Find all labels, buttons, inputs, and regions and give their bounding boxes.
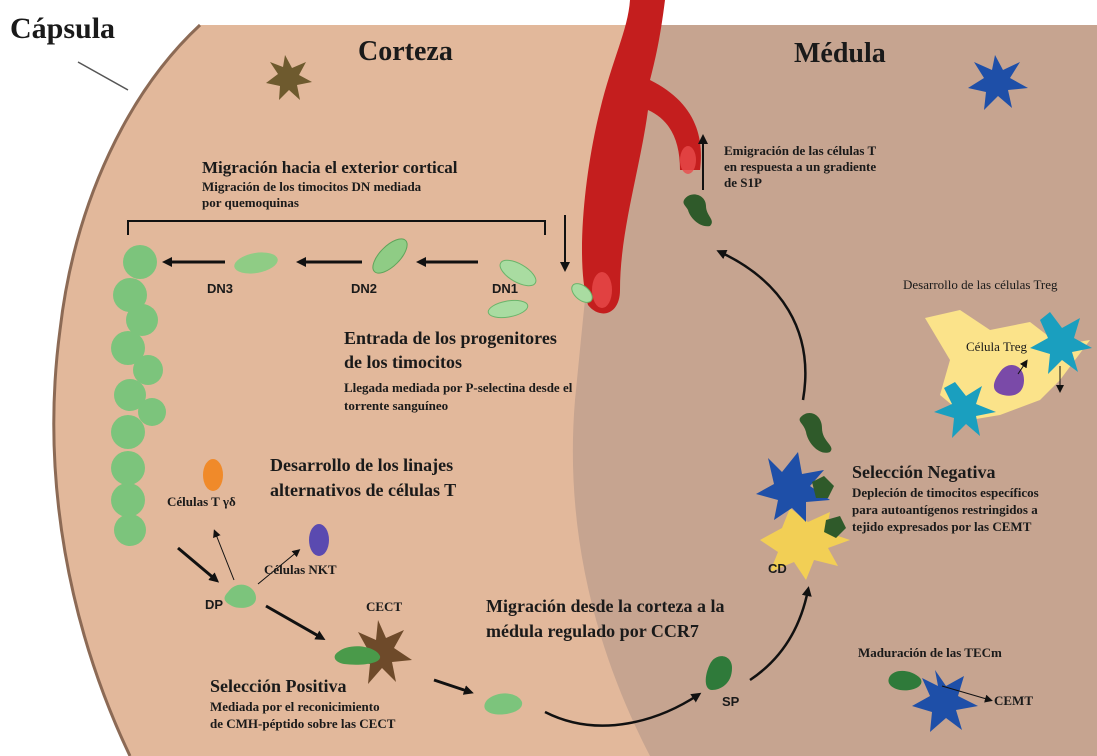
sp-label: SP — [722, 694, 740, 709]
capsule-label: Cápsula — [10, 12, 116, 45]
egress-line-2: en respuesta a un gradiente — [724, 159, 877, 174]
arrow-possel-next — [433, 678, 474, 695]
egress-line-1: Emigración de las células T — [724, 143, 877, 158]
ccr7-line-2: médula regulado por CCR7 — [486, 621, 699, 641]
cemt-cell — [912, 670, 978, 732]
capsule-edge — [52, 23, 202, 756]
negsel-desc-3: tejido expresados por las CEMT — [852, 519, 1032, 534]
negsel-desc-1: Depleción de timocitos específicos — [852, 485, 1039, 500]
egress-curve — [716, 250, 807, 401]
cemt-label: CEMT — [994, 693, 1033, 708]
capsule-pointer — [77, 61, 129, 91]
possel-desc-2: de CMH-péptido sobre las CECT — [210, 716, 396, 731]
cect-cell — [352, 620, 412, 684]
nkt-label: Células NKT — [264, 562, 337, 577]
deleted-thymocyte — [812, 476, 834, 498]
gd-label: Células T γδ — [167, 494, 236, 509]
egress-line-3: de S1P — [724, 175, 762, 190]
negsel-title: Selección Negativa — [852, 462, 996, 482]
arrow-dp-gd — [213, 529, 235, 581]
treg-development-cluster — [925, 310, 1092, 438]
alt-lineage-title-2: alternativos de células T — [270, 480, 457, 500]
blood-vessel — [581, 0, 701, 314]
dn2-label: DN2 — [351, 281, 378, 296]
dn1-cell — [499, 259, 537, 287]
dn3-label: DN3 — [207, 281, 234, 296]
cemt-negsel-cell — [756, 452, 830, 522]
dn3-cell-column — [111, 245, 166, 546]
dn3-cell — [234, 252, 278, 274]
cect-label: CECT — [366, 599, 403, 614]
cortical-tec-icon — [266, 55, 312, 100]
entry-desc-1: Llegada mediada por P-selectina desde el — [344, 380, 573, 395]
outward-migration-title: Migración hacia el exterior cortical — [202, 158, 458, 177]
outward-migration-desc-1: Migración de los timocitos DN mediada — [202, 179, 422, 194]
entry-title-2: de los timocitos — [344, 352, 462, 372]
dp-cell — [224, 584, 256, 608]
arrow-dp-possel — [265, 604, 326, 640]
egress-cell — [683, 194, 712, 227]
nkt-cell — [309, 524, 329, 556]
dn1-cell — [487, 299, 529, 319]
negsel-desc-2: para autoantígenos restringidos a — [852, 502, 1038, 517]
dn2-cell — [372, 238, 408, 274]
arrow-dp-nkt — [257, 549, 301, 585]
medulla-label: Médula — [794, 38, 886, 69]
entry-title-1: Entrada de los progenitores — [344, 328, 557, 348]
cd-label: CD — [768, 561, 787, 576]
entry-desc-2: torrente sanguíneo — [344, 398, 449, 413]
dn1-cell — [571, 283, 593, 303]
negsel-survivor — [799, 413, 832, 453]
tecm-thymocyte — [888, 670, 922, 691]
treg-cell-label: Célula Treg — [966, 339, 1028, 354]
alt-lineage-title-1: Desarrollo de los linajes — [270, 455, 454, 475]
cd-cell — [760, 508, 850, 580]
treg-development-label: Desarrollo de las células Treg — [903, 277, 1058, 292]
deleted-thymocyte — [824, 516, 846, 538]
ccr7-line-1: Migración desde la corteza a la — [486, 596, 725, 616]
dn1-label: DN1 — [492, 281, 519, 296]
migrating-thymocyte — [484, 693, 523, 715]
sp-to-negsel-curve — [749, 586, 812, 682]
arrow-column-dp — [177, 546, 220, 583]
ccr7-migration-curve — [544, 692, 702, 727]
cortex-label: Corteza — [358, 36, 453, 67]
tecm-label: Maduración de las TECm — [858, 645, 1002, 660]
dp-label: DP — [205, 597, 224, 612]
outward-migration-desc-2: por quemoquinas — [202, 195, 299, 210]
possel-title: Selección Positiva — [210, 676, 347, 696]
gd-cell — [203, 459, 223, 491]
sp-cell — [705, 656, 732, 690]
possel-thymocyte — [334, 646, 381, 665]
outward-bracket — [127, 220, 546, 235]
possel-desc-1: Mediada por el reconicimiento — [210, 699, 380, 714]
arrow-cemt-label — [941, 685, 993, 703]
medullary-tec-icon — [968, 55, 1028, 110]
